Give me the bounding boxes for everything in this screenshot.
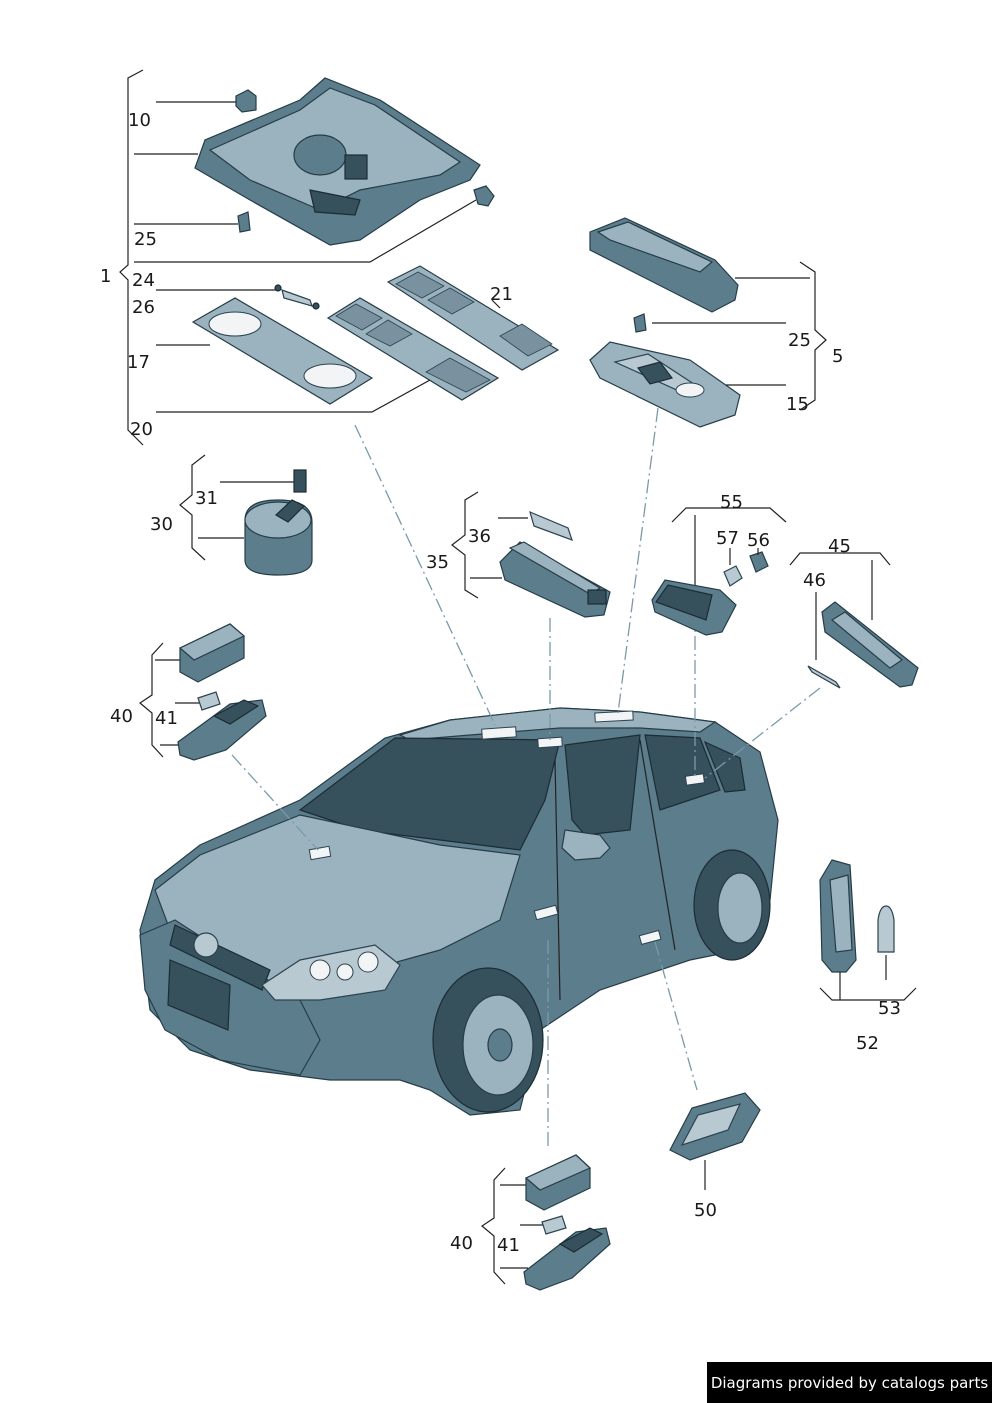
label-46: 46 [803,570,826,591]
part-52-light [819,859,917,1001]
label-24: 24 [132,270,155,291]
label-35: 35 [426,552,449,573]
part-40-upper [138,623,267,761]
label-52: 52 [856,1033,879,1054]
label-17: 17 [127,352,150,373]
label-40-lower: 40 [450,1233,473,1254]
label-15: 15 [786,394,809,415]
label-41-lower: 41 [497,1235,520,1256]
label-55: 55 [720,492,743,513]
label-53: 53 [878,998,901,1019]
label-25-right: 25 [788,330,811,351]
label-26: 26 [132,297,155,318]
label-31: 31 [195,488,218,509]
part-45-light [789,552,919,689]
label-41-upper: 41 [155,708,178,729]
label-45: 45 [828,536,851,557]
label-56: 56 [747,530,770,551]
callout-labels: 1 10 25 24 26 17 20 21 25 5 15 31 30 36 … [100,110,901,1256]
footer-credit-text: Diagrams provided by catalogs parts [710,1373,989,1392]
label-25-top: 25 [134,229,157,250]
label-57: 57 [716,528,739,549]
dashed-leader-lines [231,407,821,1150]
part-30-sensor [179,454,313,576]
label-10: 10 [128,110,151,131]
label-30: 30 [150,514,173,535]
roof-console-assembly [191,77,560,405]
part-35-light [451,491,611,618]
bracket-part-5 [652,261,827,411]
label-36: 36 [468,526,491,547]
part-40-lower [480,1154,611,1291]
footer-credit-banner: Diagrams provided by catalogs parts [707,1362,992,1403]
label-1: 1 [100,266,111,287]
label-5: 5 [832,346,843,367]
label-21: 21 [490,284,513,305]
part-55-light [651,507,787,636]
car-illustration [139,707,779,1116]
label-50: 50 [694,1200,717,1221]
label-40-upper: 40 [110,706,133,727]
part-50-light [669,1092,761,1190]
label-20: 20 [130,419,153,440]
bracket-part-1 [119,69,501,446]
rear-reading-light-assembly [589,217,741,428]
